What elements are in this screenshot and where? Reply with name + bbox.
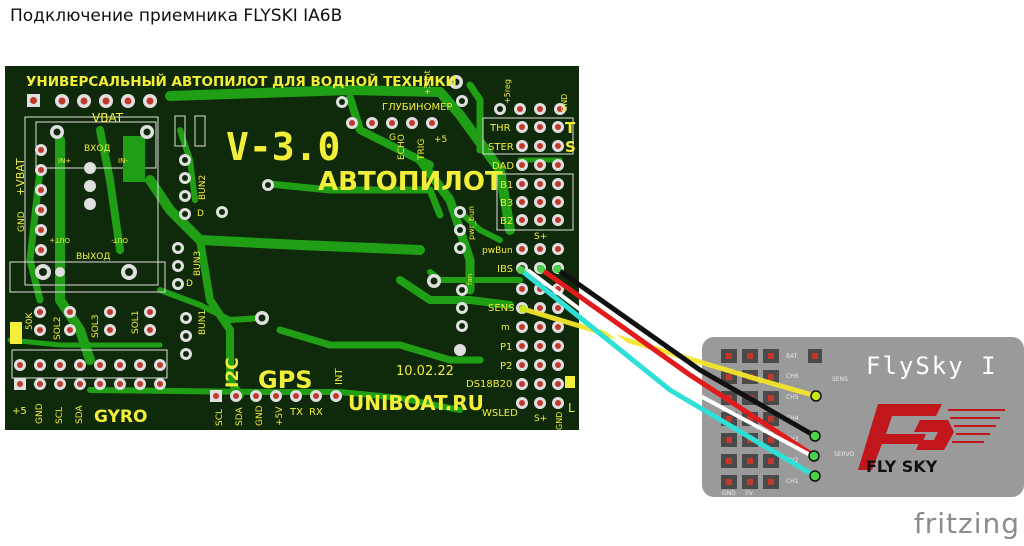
pcb-label: CH4 bbox=[786, 415, 799, 422]
pcb-label: THR bbox=[489, 123, 511, 134]
pcb-label: D bbox=[186, 279, 193, 289]
pcb-label: P1 bbox=[500, 342, 512, 353]
pcb-site: UNIBOAT.RU bbox=[348, 391, 484, 415]
pcb-label: RX bbox=[309, 407, 323, 418]
pcb-label: +5 bbox=[12, 406, 27, 417]
wire-red-5v bbox=[538, 266, 817, 459]
pcb-label: ВХОД bbox=[84, 144, 110, 154]
pcb-label: SERVO bbox=[834, 451, 854, 458]
pcb-label: m bbox=[501, 323, 510, 333]
pcb-label: IN- bbox=[118, 157, 128, 165]
pcb-label: +5V bbox=[275, 406, 285, 426]
pcb-label: TX bbox=[289, 407, 303, 418]
pcb-label: GND bbox=[255, 405, 265, 426]
pcb-label: SENS bbox=[488, 303, 515, 314]
pcb-label: GND bbox=[722, 490, 736, 497]
pcb-label: SOL2 bbox=[53, 316, 63, 340]
pcb-label: fan bbox=[466, 274, 474, 285]
pcb-label: 50K bbox=[25, 312, 35, 330]
pcb-label: WSLED bbox=[482, 408, 518, 419]
pcb-label: S+ bbox=[534, 414, 547, 424]
pcb-name: АВТОПИЛОТ bbox=[318, 167, 503, 197]
pcb-label: SENS bbox=[832, 376, 848, 383]
pcb-silkscreen: УНИВЕРСАЛЬНЫЙ АВТОПИЛОТ ДЛЯ ВОДНОЙ ТЕХНИ… bbox=[12, 70, 576, 430]
pad-row-top bbox=[27, 94, 157, 108]
pcb-label: P2 bbox=[500, 361, 512, 372]
wires bbox=[517, 265, 822, 482]
pcb-label: CH6 bbox=[786, 373, 799, 380]
wire-black-gnd bbox=[554, 266, 818, 439]
pcb-label: GND bbox=[35, 403, 45, 424]
pcb-label: S+ bbox=[534, 232, 547, 242]
pcb-label: INT bbox=[334, 368, 345, 385]
receiver-title: FlySky I bbox=[866, 352, 998, 380]
pcb-label: VBAT bbox=[92, 111, 124, 125]
fritzing-watermark: fritzing bbox=[913, 507, 1020, 540]
pcb-header: УНИВЕРСАЛЬНЫЙ АВТОПИЛОТ ДЛЯ ВОДНОЙ ТЕХНИ… bbox=[26, 73, 457, 90]
pcb-label: SCL bbox=[55, 407, 65, 424]
pcb-label: BAT bbox=[786, 353, 798, 360]
wire-white-signal bbox=[527, 269, 814, 458]
pcb-label: S bbox=[565, 138, 576, 156]
depth-meter-pads bbox=[346, 117, 438, 129]
pcb-label: L bbox=[568, 401, 575, 415]
pcb-label: ВЫХОД bbox=[76, 252, 110, 262]
page-title: Подключение приемника FLYSKI IA6B bbox=[10, 6, 343, 26]
pcb-label: IBS bbox=[497, 264, 513, 275]
pcb-label: OUT- bbox=[111, 236, 128, 244]
pcb-label: GND bbox=[555, 412, 564, 430]
pcb-label: D bbox=[197, 209, 204, 219]
pcb-label: CH5 bbox=[786, 394, 799, 401]
pcb-label: +VBAT bbox=[14, 158, 27, 196]
pcb-label: B1 bbox=[500, 180, 513, 191]
pcb-label: 5V bbox=[745, 490, 754, 497]
pcb-label: BUN3 bbox=[193, 251, 203, 276]
pcb-label: IN+ bbox=[58, 157, 71, 165]
pcb-label: GYRO bbox=[94, 407, 147, 427]
pcb-version: V-3.0 bbox=[226, 125, 340, 169]
pcb-label: OUT+ bbox=[49, 236, 70, 244]
pcb-label: pwr_bun bbox=[467, 206, 476, 240]
pcb-label: ECHO bbox=[397, 134, 407, 160]
depth-meter-label: ГЛУБИНОМЕР bbox=[382, 102, 452, 113]
pad-row-bottom bbox=[14, 359, 342, 402]
pcb-label: T bbox=[565, 119, 576, 137]
pcb-label: B2 bbox=[500, 216, 513, 227]
pcb-label: DAD bbox=[492, 161, 514, 172]
bun1-pads bbox=[180, 312, 192, 360]
pcb-traces bbox=[7, 81, 563, 413]
pcb-label: DS18B20 bbox=[466, 379, 512, 390]
pcb-label: pwBun bbox=[482, 246, 513, 256]
pcb-label: CH1 bbox=[786, 478, 799, 485]
pcb-label: SOL3 bbox=[91, 314, 101, 338]
pad-column-left bbox=[35, 144, 47, 256]
pcb-date: 10.02.22 bbox=[396, 364, 454, 379]
pcb-label: BUN1 bbox=[198, 310, 208, 335]
pcb-label: +5 bbox=[434, 135, 447, 145]
pcb-label: GND bbox=[17, 211, 27, 232]
pcb-label: BUN2 bbox=[198, 175, 208, 200]
pcb-label: B3 bbox=[500, 198, 513, 209]
pcb-label: GPS bbox=[258, 366, 313, 394]
bun2-pads bbox=[179, 154, 228, 220]
pcb-label: GND bbox=[560, 94, 569, 112]
flysky-logo: FLY SKY bbox=[858, 404, 1005, 476]
pcb-label: I2C bbox=[223, 357, 243, 388]
sol-pads bbox=[10, 306, 156, 344]
bun3-pads bbox=[172, 242, 184, 290]
pcb-label: STER bbox=[488, 142, 514, 153]
pcb-label: SOL1 bbox=[131, 310, 141, 334]
pcb-label: +5 int bbox=[423, 70, 432, 95]
pcb-label: SDA bbox=[235, 407, 245, 426]
pcb-label: G bbox=[389, 133, 396, 143]
pcb-label: SCL bbox=[215, 409, 225, 426]
autopilot-pcb: УНИВЕРСАЛЬНЫЙ АВТОПИЛОТ ДЛЯ ВОДНОЙ ТЕХНИ… bbox=[5, 66, 579, 430]
wire-cyan-ch1 bbox=[518, 267, 818, 479]
pcb-label: SDA bbox=[75, 405, 85, 424]
receiver-brand: FLY SKY bbox=[866, 457, 938, 476]
pcb-label: TRIG bbox=[417, 139, 427, 161]
pcb-label: +5reg bbox=[503, 79, 512, 104]
